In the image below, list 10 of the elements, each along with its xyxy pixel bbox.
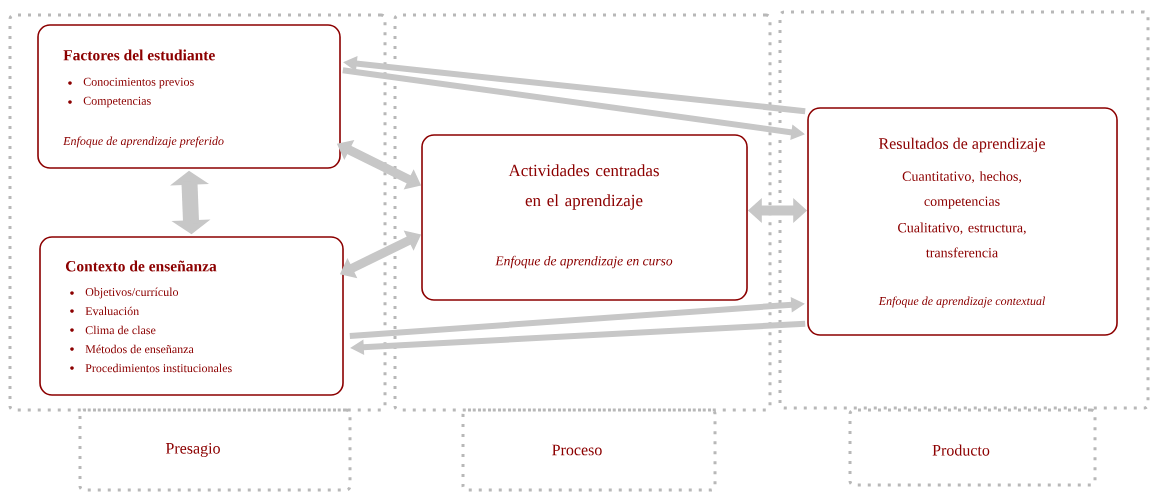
stage-label-box: Proceso (461, 408, 717, 492)
stage-label-box: Producto (848, 408, 1097, 487)
content-box: Resultados de aprendizaje Cuantitativo, hechos, competencias Cualitativo, estructura, transferencia Enfoque de aprendizaje contextual (807, 107, 1118, 336)
content-box: Factores del estudiante Conocimientos previos Competencias Enfoque de aprendizaje preferido (37, 24, 341, 169)
stage-column (8, 13, 387, 412)
content-box: Contexto de enseñanza Objetivos/currículo Evaluación Clima de clase Métodos de enseñanza Procedimientos institucionales (39, 236, 344, 396)
stage-column (393, 13, 772, 412)
content-box: Actividades centradas en el aprendizaje Enfoque de aprendizaje en curso (421, 134, 748, 301)
stage-label-box: Presagio (78, 408, 352, 492)
stage-column (778, 10, 1150, 410)
